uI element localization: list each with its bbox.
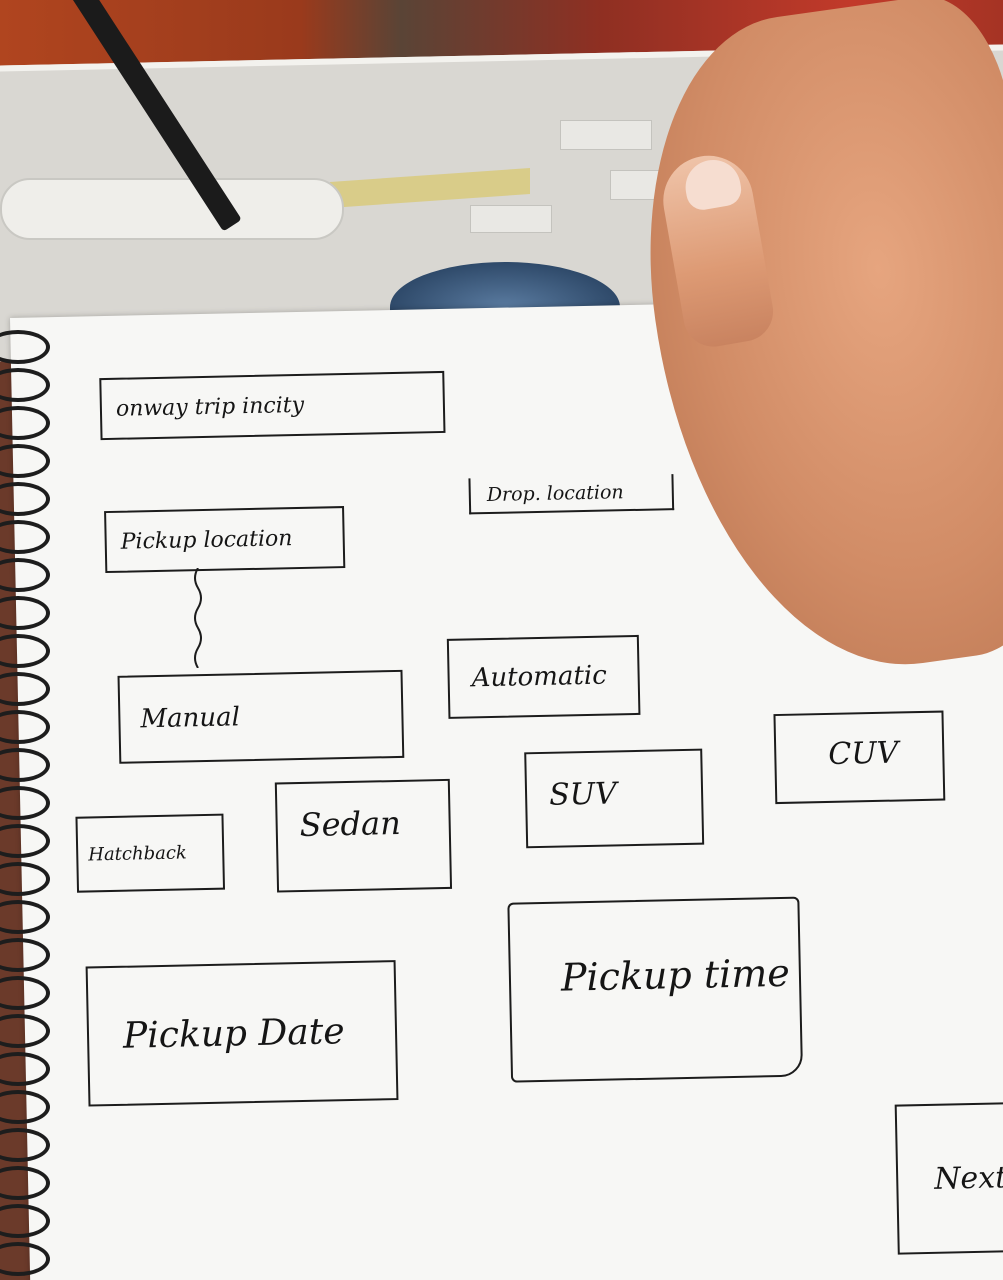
notebook-spiral <box>0 330 60 1280</box>
cuv-box: CUV <box>773 710 946 805</box>
manual-box: Manual <box>117 669 405 764</box>
pickup-location-box: Pickup location <box>104 506 346 574</box>
cuv-label: CUV <box>827 735 899 772</box>
pickup-date-box: Pickup Date <box>85 960 399 1107</box>
drop-location-box: Drop. location <box>468 474 675 515</box>
drop-location-label: Drop. location <box>486 481 624 507</box>
automatic-box: Automatic <box>446 634 641 719</box>
tray-slot <box>0 178 344 240</box>
next-box: Next <box>894 1101 1003 1255</box>
pickup-location-label: Pickup location <box>120 525 293 555</box>
hatchback-box: Hatchback <box>75 813 226 893</box>
suv-box: SUV <box>524 748 705 849</box>
automatic-label: Automatic <box>471 660 608 694</box>
brick-texture <box>470 205 552 233</box>
sedan-box: Sedan <box>274 778 453 893</box>
trip-label: onway trip incity <box>115 392 305 422</box>
suv-label: SUV <box>548 776 617 813</box>
hatchback-label: Hatchback <box>88 841 188 865</box>
manual-label: Manual <box>140 702 241 735</box>
next-label: Next <box>933 1159 1003 1197</box>
pickup-date-label: Pickup Date <box>122 1010 345 1057</box>
pickup-time-box: Pickup time <box>507 896 804 1083</box>
brick-texture <box>560 120 652 150</box>
trip-box: onway trip incity <box>99 370 446 441</box>
connector-line <box>194 568 202 668</box>
pickup-time-label: Pickup time <box>560 950 791 1000</box>
sedan-label: Sedan <box>299 803 402 845</box>
